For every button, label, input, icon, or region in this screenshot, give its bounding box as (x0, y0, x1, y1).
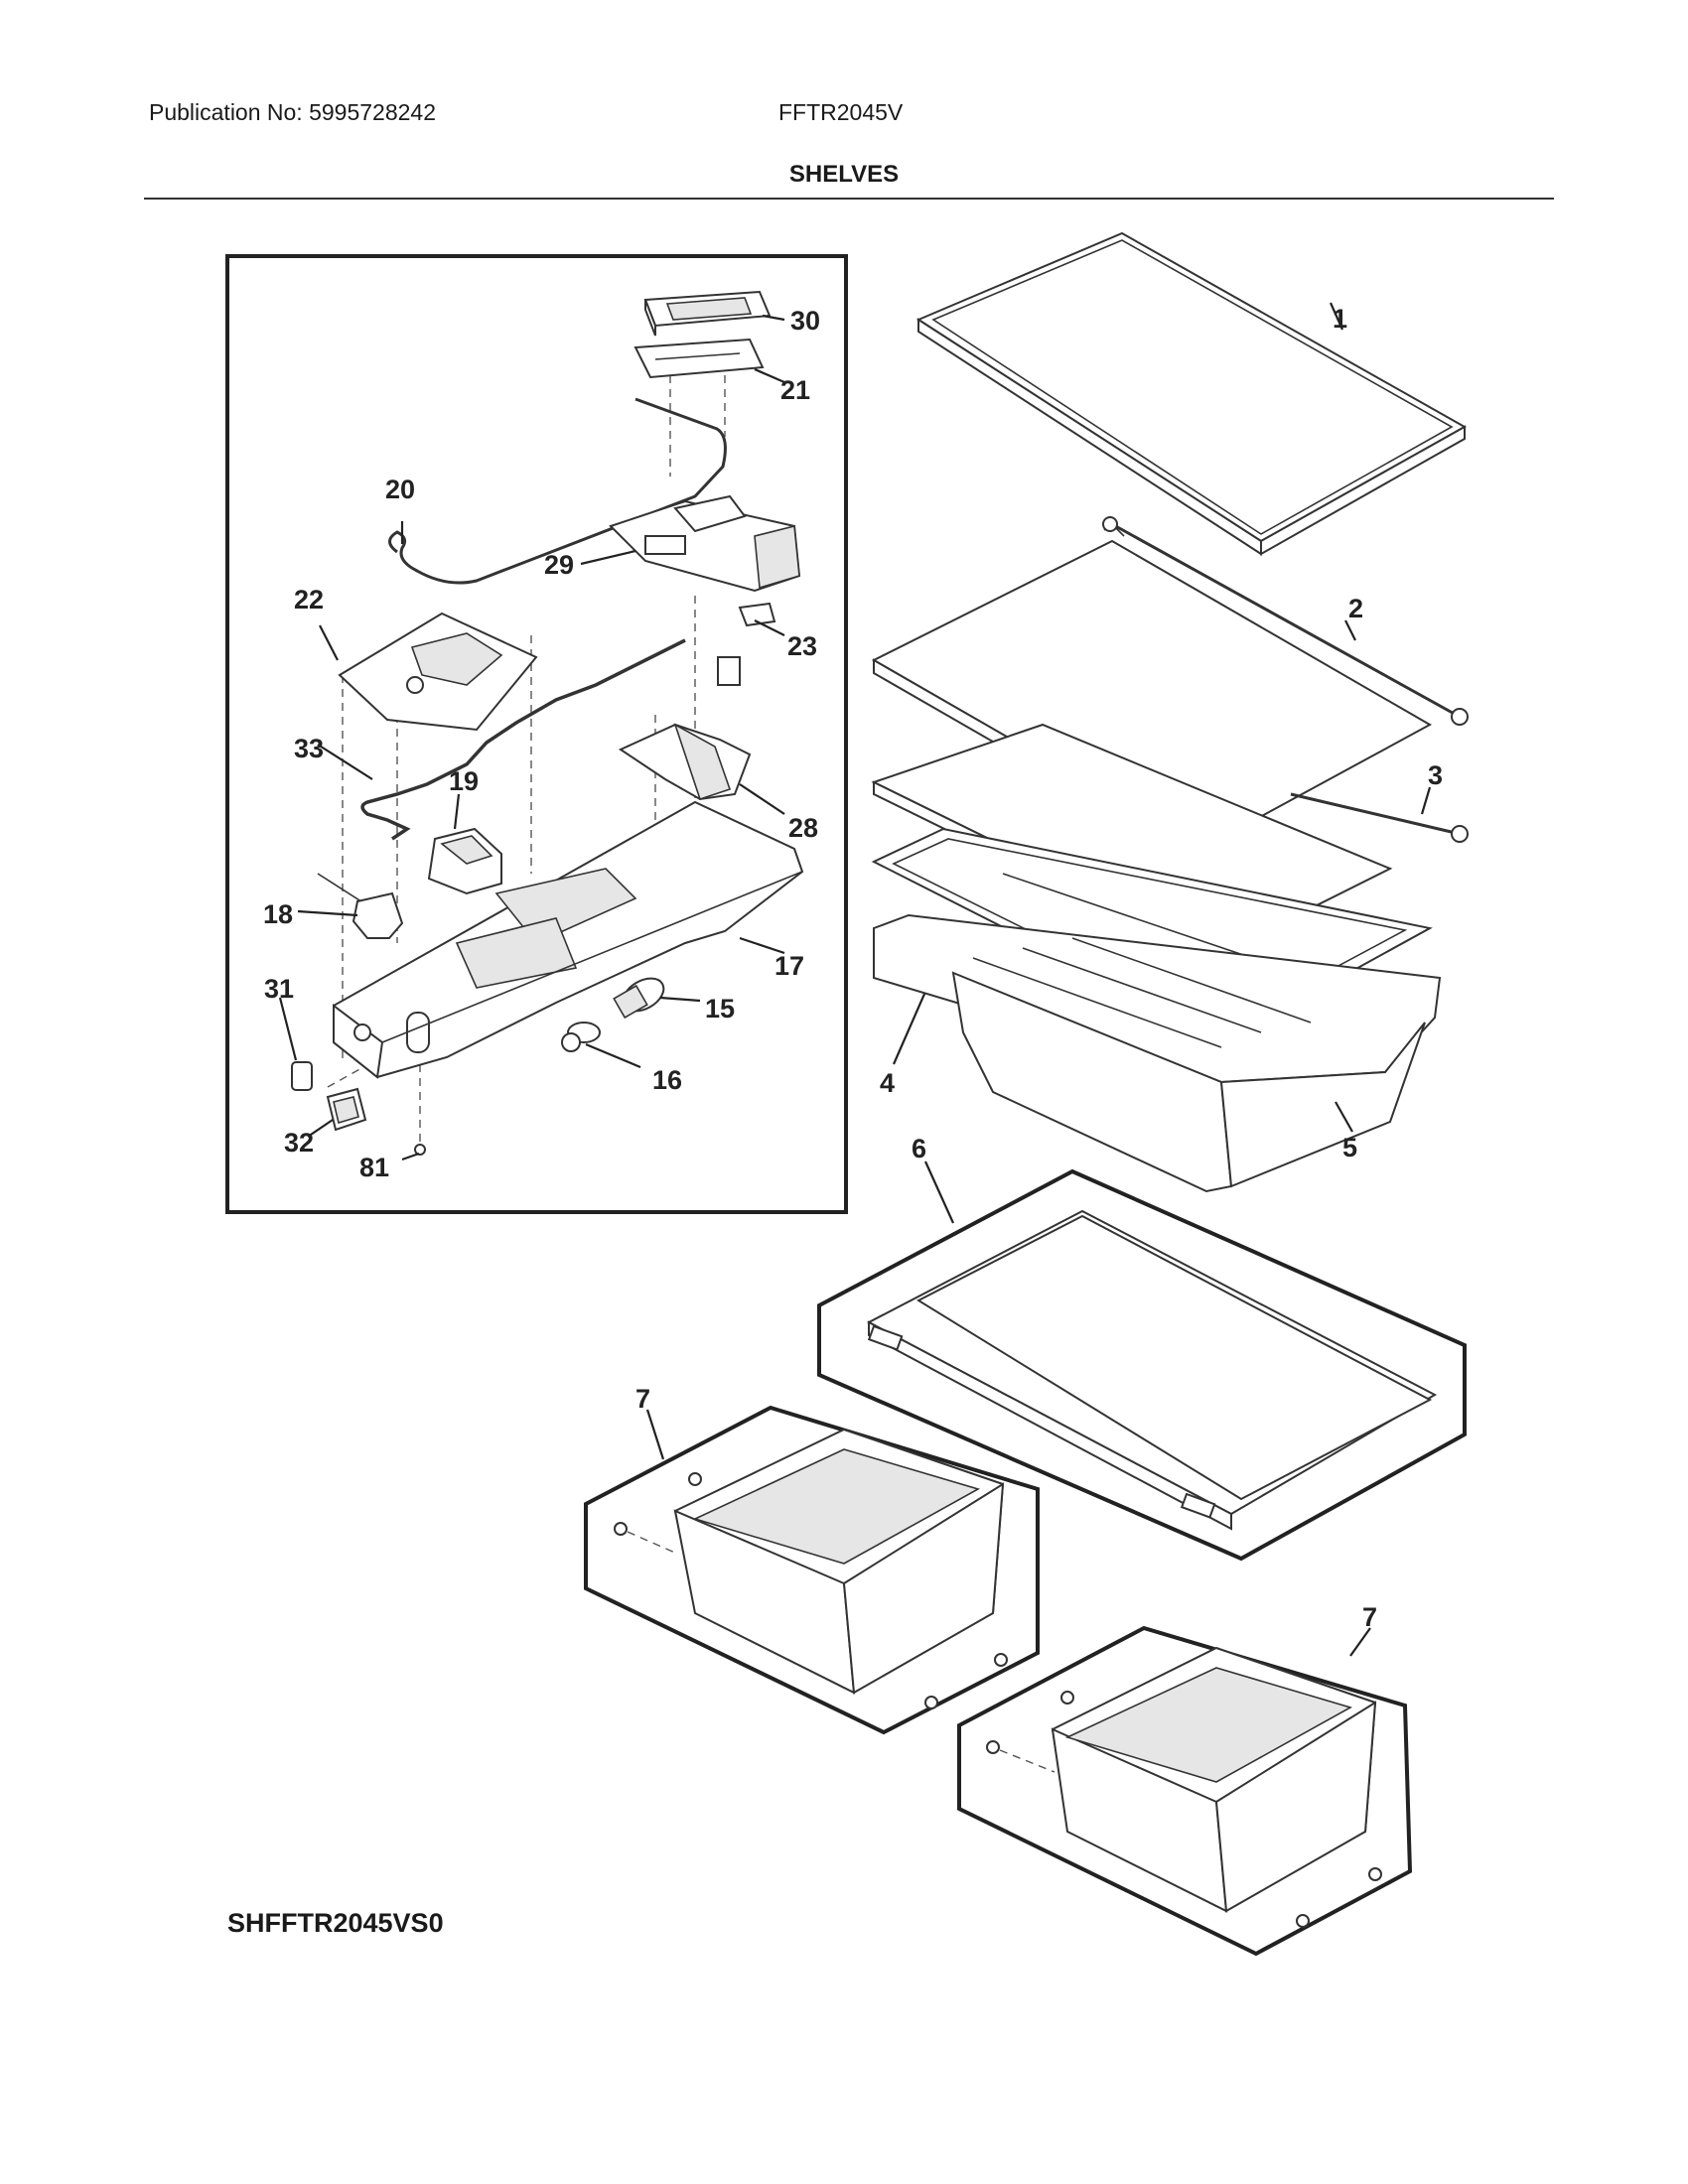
leader-3 (1420, 786, 1432, 815)
leader-1 (1329, 302, 1344, 331)
part-30-bezel (643, 290, 772, 337)
diagram-code: SHFFTR2045VS0 (227, 1908, 444, 1938)
part-32-switch (326, 1087, 367, 1132)
part-1-glass-shelf (915, 231, 1468, 556)
callout-19: 19 (449, 766, 479, 796)
dispenser-inset: 30 21 20 29 22 23 33 19 28 18 17 31 15 1… (225, 254, 848, 1214)
callout-1: 1 (1333, 304, 1347, 334)
callout-15: 15 (705, 994, 735, 1024)
part-33-harness (360, 638, 686, 841)
callout-33: 33 (294, 734, 324, 763)
part-16-actuator (561, 1022, 601, 1052)
callout-17: 17 (774, 951, 804, 981)
callout-28: 28 (788, 813, 818, 843)
part-21-plate (633, 338, 765, 379)
callout-7a: 7 (635, 1384, 650, 1414)
part-17-housing (333, 800, 804, 1079)
part-28-chute (618, 723, 752, 801)
leader-7b (1349, 1627, 1371, 1657)
leader-6 (923, 1160, 955, 1224)
part-18-switch (317, 873, 404, 939)
leader-2 (1344, 619, 1356, 641)
callout-29: 29 (544, 550, 574, 580)
callout-3: 3 (1428, 760, 1443, 790)
part-29-housing (609, 494, 801, 593)
callout-2: 2 (1348, 594, 1363, 623)
leader-5 (1335, 1101, 1353, 1133)
callout-30: 30 (790, 306, 820, 336)
callout-4: 4 (880, 1068, 895, 1098)
inset-leaders (278, 314, 785, 1161)
callout-20: 20 (385, 475, 415, 504)
part-6-crisper-cover (817, 1168, 1467, 1562)
part-7-drawer-left (584, 1405, 1040, 1735)
inset-frame (225, 254, 848, 1214)
callout-18: 18 (263, 899, 293, 929)
callout-22: 22 (294, 585, 324, 614)
harness-connector (717, 656, 741, 686)
part-5-crisper-pan (873, 913, 1442, 1193)
part-31-knob (291, 1061, 313, 1091)
callout-16: 16 (652, 1065, 682, 1095)
part-20-tube (388, 397, 727, 585)
header-rule (144, 198, 1554, 200)
part-15-solenoid (613, 977, 665, 1020)
part-22-cover (338, 612, 538, 732)
part-7-drawer-right (957, 1625, 1413, 1957)
leader-7a (645, 1409, 665, 1460)
model-number: FFTR2045V (778, 99, 904, 125)
callout-31: 31 (264, 974, 294, 1004)
callout-7b: 7 (1362, 1602, 1377, 1632)
callout-6: 6 (912, 1134, 926, 1163)
callout-23: 23 (787, 631, 817, 661)
section-title: SHELVES (788, 161, 900, 188)
part-81-screw (414, 1144, 426, 1156)
part-23-switch (738, 602, 776, 627)
part-19-actuator (427, 827, 502, 895)
callout-21: 21 (780, 375, 810, 405)
callout-32: 32 (284, 1128, 314, 1158)
publication-number: Publication No: 5995728242 (149, 99, 437, 125)
callout-81: 81 (359, 1153, 389, 1182)
callout-5: 5 (1342, 1133, 1357, 1162)
